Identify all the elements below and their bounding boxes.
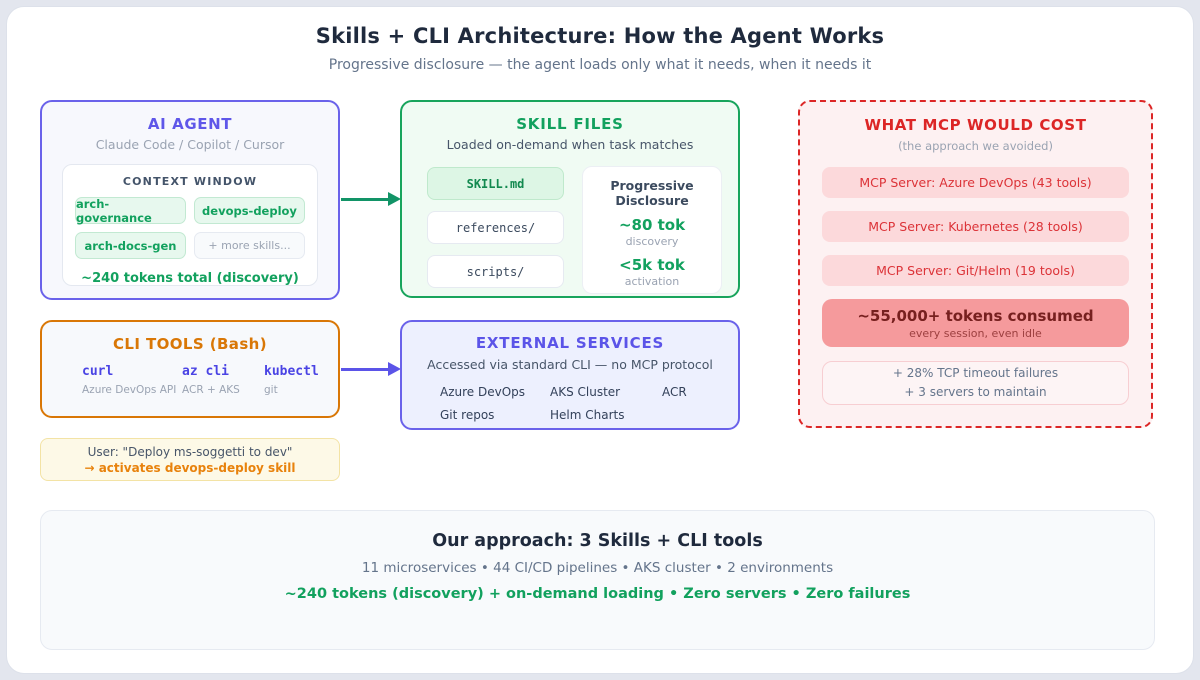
arrow-head-icon <box>388 362 401 376</box>
skill-md-file: SKILL.md <box>427 167 564 200</box>
failure-line: + 28% TCP timeout failures <box>892 366 1059 381</box>
discovery-label: discovery <box>625 235 679 248</box>
mcp-server-row: MCP Server: Kubernetes (28 tools) <box>822 211 1129 242</box>
mcp-server-row: MCP Server: Azure DevOps (43 tools) <box>822 167 1129 198</box>
tool-name: curl <box>82 364 114 379</box>
disclosure-title: Progressive Disclosure <box>610 178 694 208</box>
mcp-cost-box: WHAT MCP WOULD COST (the approach we avo… <box>798 100 1153 428</box>
service-item: AKS Cluster <box>550 385 621 399</box>
skill-chip: arch-governance <box>75 197 186 225</box>
user-quote: User: "Deploy ms-soggetti to dev" <box>87 444 293 459</box>
summary-benefits: ~240 tokens (discovery) + on-demand load… <box>284 586 911 602</box>
more-skills-chip: + more skills... <box>194 232 305 259</box>
tool-desc: Azure DevOps API <box>82 384 177 396</box>
skill-file-list: SKILL.md references/ scripts/ <box>427 167 564 299</box>
summary-box: Our approach: 3 Skills + CLI tools 11 mi… <box>40 510 1155 650</box>
external-services-box: EXTERNAL SERVICES Accessed via standard … <box>400 320 740 430</box>
activation-label: activation <box>624 275 680 288</box>
mcp-cost-title: WHAT MCP WOULD COST <box>864 116 1087 134</box>
service-item: ACR <box>662 385 687 399</box>
references-folder: references/ <box>427 211 564 244</box>
page-subtitle: Progressive disclosure — the agent loads… <box>328 57 872 73</box>
tool-desc: ACR + AKS <box>182 384 240 396</box>
skill-files-subtitle: Loaded on-demand when task matches <box>446 137 694 152</box>
mcp-server-row: MCP Server: Git/Helm (19 tools) <box>822 255 1129 286</box>
skill-chip-grid: arch-governance devops-deploy arch-docs-… <box>75 197 305 259</box>
token-total-label: ~240 tokens total (discovery) <box>81 271 299 286</box>
failure-line: + 3 servers to maintain <box>904 385 1047 399</box>
cli-tools-box: CLI TOOLS (Bash) curl Azure DevOps API a… <box>40 320 340 418</box>
ai-agent-box: AI AGENT Claude Code / Copilot / Cursor … <box>40 100 340 300</box>
page-title: Skills + CLI Architecture: How the Agent… <box>315 24 885 48</box>
ai-agent-subtitle: Claude Code / Copilot / Cursor <box>95 137 285 152</box>
cli-tool-az: az cli ACR + AKS <box>182 364 240 396</box>
external-services-subtitle: Accessed via standard CLI — no MCP proto… <box>427 357 713 372</box>
arrow-line <box>341 368 388 371</box>
cli-tools-title: CLI TOOLS (Bash) <box>113 335 267 353</box>
mcp-cost-subtitle: (the approach we avoided) <box>898 139 1053 153</box>
tokens-consumed-value: ~55,000+ tokens consumed <box>857 306 1094 325</box>
context-window-label: CONTEXT WINDOW <box>122 175 258 188</box>
activation-result: → activates devops-deploy skill <box>84 460 296 475</box>
tool-name: kubectl <box>264 364 319 379</box>
tokens-consumed-note: every session, even idle <box>909 326 1042 340</box>
summary-title: Our approach: 3 Skills + CLI tools <box>432 531 763 551</box>
mcp-failures-note: + 28% TCP timeout failures + 3 servers t… <box>822 361 1129 405</box>
arrow-head-icon <box>388 192 401 206</box>
skill-files-box: SKILL FILES Loaded on-demand when task m… <box>400 100 740 298</box>
tool-desc: git <box>264 384 278 396</box>
skill-files-title: SKILL FILES <box>516 115 624 133</box>
cli-tool-kubectl: kubectl git <box>264 364 319 396</box>
user-example-note: User: "Deploy ms-soggetti to dev" → acti… <box>40 438 340 481</box>
activation-tokens-value: <5k tok <box>619 256 685 274</box>
summary-stats: 11 microservices • 44 CI/CD pipelines • … <box>361 560 834 576</box>
service-item: Azure DevOps <box>440 385 526 399</box>
external-services-title: EXTERNAL SERVICES <box>475 334 665 352</box>
context-window-card: CONTEXT WINDOW arch-governance devops-de… <box>62 164 318 286</box>
service-item: Git repos <box>440 408 495 422</box>
ai-agent-title: AI AGENT <box>147 115 233 133</box>
skill-chip: arch-docs-gen <box>75 232 186 259</box>
progressive-disclosure-card: Progressive Disclosure ~80 tok discovery… <box>582 166 722 294</box>
scripts-folder: scripts/ <box>427 255 564 288</box>
service-grid: Azure DevOps AKS Cluster ACR Git repos H… <box>440 385 738 422</box>
skill-chip: devops-deploy <box>194 197 305 224</box>
tokens-consumed-banner: ~55,000+ tokens consumed every session, … <box>822 299 1129 347</box>
discovery-tokens-value: ~80 tok <box>618 216 686 234</box>
tool-name: az cli <box>182 364 229 379</box>
service-item: Helm Charts <box>550 408 625 422</box>
cli-tool-curl: curl Azure DevOps API <box>82 364 176 396</box>
arrow-line <box>341 198 388 201</box>
mcp-server-list: MCP Server: Azure DevOps (43 tools) MCP … <box>822 167 1129 405</box>
